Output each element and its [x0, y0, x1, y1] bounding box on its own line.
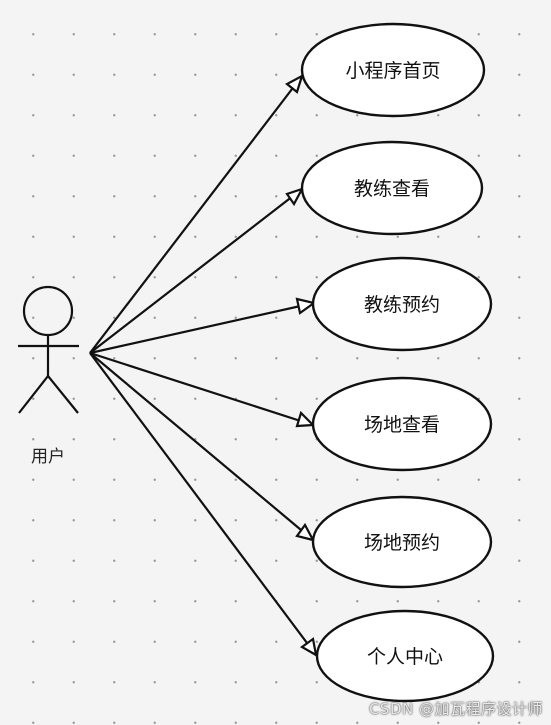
arrowhead-coach-view: [285, 187, 305, 207]
actor-left-leg: [18, 375, 49, 414]
use-case-label-coach-booking: 教练预约: [364, 294, 440, 316]
use-case-venue-booking[interactable]: [311, 495, 493, 589]
watermark: CSDN @加瓦程序设计师: [368, 700, 543, 718]
arrowhead-venue-booking: [295, 522, 316, 542]
association-line-venue-view: [89, 351, 314, 427]
use-case-venue-view[interactable]: [311, 376, 493, 472]
arrowhead-personal-center: [299, 637, 318, 658]
association-line-coach-view: [89, 188, 303, 354]
use-case-label-miniprogram-home: 小程序首页: [345, 60, 440, 82]
actor-head: [22, 285, 74, 337]
use-case-personal-center[interactable]: [315, 609, 495, 703]
use-case-coach-booking[interactable]: [311, 256, 493, 352]
use-case-coach-view[interactable]: [300, 140, 484, 236]
use-case-miniprogram-home[interactable]: [300, 22, 486, 118]
association-lines: [89, 73, 318, 658]
association-line-personal-center: [89, 352, 317, 656]
actor-right-leg: [47, 375, 79, 414]
actor-user: [18, 285, 79, 414]
actor-label: 用户: [31, 447, 65, 467]
use-case-label-personal-center: 个人中心: [367, 646, 443, 668]
association-line-home: [89, 75, 303, 354]
association-line-venue-booking: [89, 352, 314, 541]
arrowhead-home: [285, 73, 304, 94]
association-line-coach-booking: [89, 301, 315, 355]
use-case-label-coach-view: 教练查看: [354, 178, 430, 200]
arrowhead-venue-view: [295, 410, 316, 428]
use-cases: [300, 22, 495, 703]
use-case-label-venue-view: 场地查看: [364, 414, 440, 436]
arrowhead-coach-booking: [295, 297, 317, 315]
use-case-label-venue-booking: 场地预约: [364, 532, 440, 554]
